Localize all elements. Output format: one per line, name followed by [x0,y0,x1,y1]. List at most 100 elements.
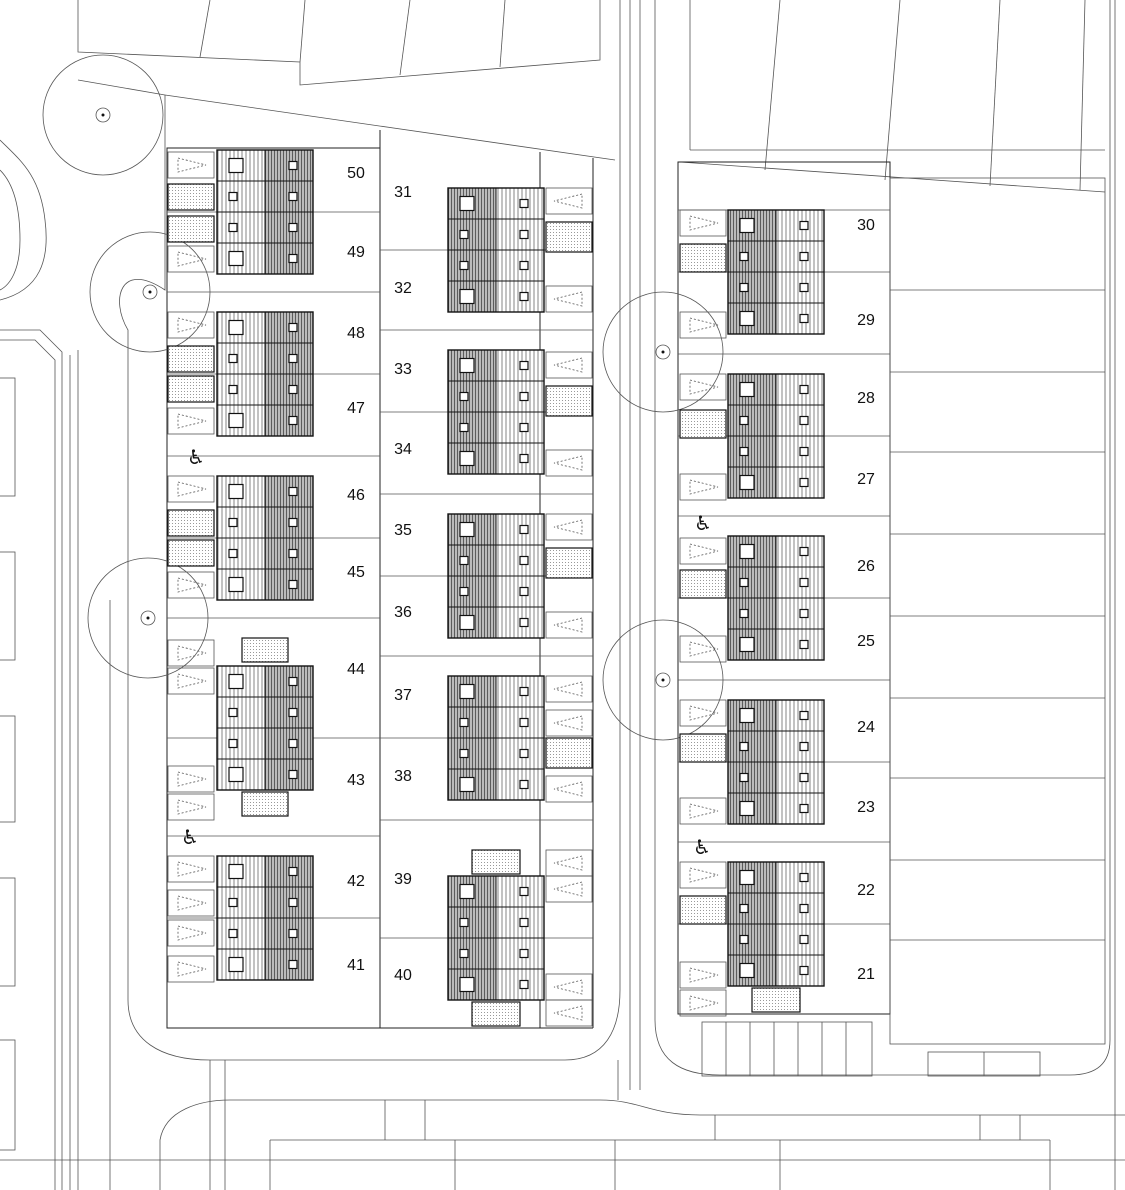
window [228,384,238,395]
trees [42,54,724,741]
window [799,577,809,588]
parking-triangle-icon [545,675,593,703]
window [519,422,529,433]
window [288,707,298,718]
window [459,357,475,374]
house-outline [216,665,314,791]
garage-parking [167,345,215,373]
house-row-block [216,475,314,601]
parking-bay [679,861,727,889]
window [519,748,529,759]
parking-bay [167,639,215,667]
house-outline [727,535,825,661]
parking-bay [679,209,727,237]
garage-parking [471,849,521,875]
tree-symbol-icon [602,291,724,413]
house-half [727,435,777,468]
unit-number-label: 23 [857,799,875,816]
unit-number-label: 30 [857,217,875,234]
window [519,360,529,371]
window [459,776,475,793]
parking-triangle-icon [545,775,593,803]
window [288,769,298,780]
parking-bay [167,311,215,339]
parking-bay [679,989,727,1017]
parking-bay [679,635,727,663]
house-row-block [447,675,545,801]
house-half [216,917,266,950]
house-outline [727,861,825,987]
house-half [447,737,497,770]
unit-number-label: 46 [347,487,365,504]
window [288,738,298,749]
window [519,198,529,209]
garage-parking [471,1001,521,1027]
window [228,483,244,500]
parking-bay [545,449,593,477]
wheelchair-accessible-icon: ♿ [181,825,199,849]
parking-triangle-icon [545,875,593,903]
house-half [216,537,266,570]
unit-number-label: 29 [857,312,875,329]
window [519,391,529,402]
window [459,883,475,900]
parking-bay [545,675,593,703]
parking-triangle-icon [545,351,593,379]
parking-bay [545,709,593,737]
window [739,577,749,588]
house-half [727,761,777,794]
house-row-block [216,665,314,791]
window [739,381,755,398]
house-half [264,506,314,539]
parking-triangle-icon [167,855,215,883]
parking-triangle-icon [679,473,727,501]
house-half [216,696,266,729]
window [799,903,809,914]
parking-bay [545,849,593,877]
parking-bay [167,571,215,599]
parking-triangle-icon [679,209,727,237]
window [739,741,749,752]
window [228,548,238,559]
window [519,686,529,697]
window [519,229,529,240]
window [519,555,529,566]
house-outline [727,209,825,335]
window [459,948,469,959]
unit-number-label: 50 [347,165,365,182]
window [228,738,238,749]
window [459,614,475,631]
house-row-block [447,875,545,1001]
parking-triangle-icon [679,961,727,989]
parking-bay [167,245,215,273]
garage-parking [241,637,289,663]
house-row-block [727,861,825,987]
house-half [447,544,497,577]
parking-bay [545,285,593,313]
window [459,748,469,759]
tree-symbol-icon [89,231,211,353]
window [288,676,298,687]
parking-bay [545,611,593,639]
window [288,160,298,171]
window [288,897,298,908]
parking-bay [167,793,215,821]
parking-bay [167,667,215,695]
house-outline [447,875,545,1001]
window [459,683,475,700]
parking-bay [167,955,215,983]
unit-number-label: 28 [857,390,875,407]
parking-triangle-icon [167,151,215,179]
window [739,446,749,457]
window [228,250,244,267]
window [799,710,809,721]
window [288,959,298,970]
window [739,251,749,262]
parking-bay [679,311,727,339]
parking-triangle-icon [167,667,215,695]
neighbouring-plots-top [77,0,1106,193]
house-outline [727,699,825,825]
parking-triangle-icon [679,699,727,727]
